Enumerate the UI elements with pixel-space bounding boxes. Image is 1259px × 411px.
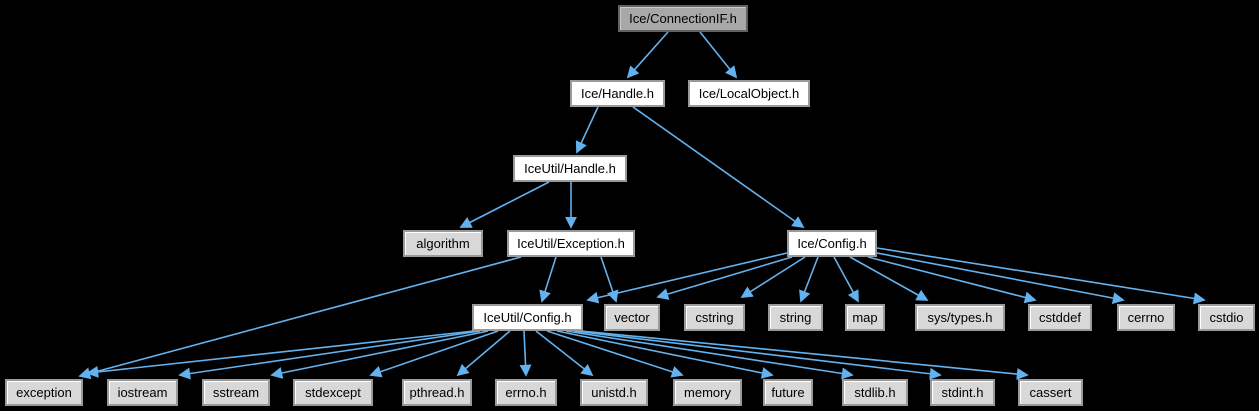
graph-node-ice-config-h[interactable]: Ice/Config.h xyxy=(787,230,877,257)
graph-node-label: sstream xyxy=(212,385,260,400)
graph-node-label: string xyxy=(779,310,812,325)
graph-node-stdint-h: stdint.h xyxy=(930,379,995,406)
graph-node-label: stdlib.h xyxy=(854,385,896,400)
graph-node-label: unistd.h xyxy=(591,385,637,400)
include-edge-ice-config-h--string xyxy=(799,256,819,303)
include-edge-ice-config-h--cerrno xyxy=(876,252,1125,304)
graph-node-cstring: cstring xyxy=(684,304,745,331)
graph-node-label: vector xyxy=(614,310,650,325)
graph-node-unistd-h: unistd.h xyxy=(580,379,648,406)
graph-node-iostream: iostream xyxy=(107,379,178,406)
include-edge-iceutil-config-h--future xyxy=(556,330,774,379)
graph-node-label: map xyxy=(852,310,878,325)
include-edge-iceutil-config-h--pthread-h xyxy=(456,330,511,377)
graph-node-stdlib-h: stdlib.h xyxy=(842,379,908,406)
include-edge-ice-config-h--iceutil-config-h xyxy=(586,252,788,304)
graph-node-label: cerrno xyxy=(1127,310,1165,325)
graph-node-label: memory xyxy=(684,385,731,400)
include-edge-iceutil-config-h--memory xyxy=(546,330,684,378)
graph-node-ice-connectionif-h: Ice/ConnectionIF.h xyxy=(618,5,748,32)
include-edge-ice-config-h--sys-types-h xyxy=(849,256,929,301)
graph-node-errno-h: errno.h xyxy=(495,379,557,406)
graph-node-vector: vector xyxy=(604,304,660,331)
graph-node-cstdio: cstdio xyxy=(1198,304,1255,331)
include-edge-ice-handle-h--iceutil-handle-h xyxy=(575,106,599,154)
graph-node-label: IceUtil/Config.h xyxy=(483,310,572,325)
graph-node-iceutil-exception-h[interactable]: IceUtil/Exception.h xyxy=(507,230,635,257)
include-edge-iceutil-config-h--stdexcept xyxy=(369,330,499,378)
graph-node-cstddef: cstddef xyxy=(1028,304,1092,331)
include-edge-ice-handle-h--ice-config-h xyxy=(632,106,805,229)
include-edge-iceutil-config-h--stdlib-h xyxy=(565,330,854,380)
graph-node-cerrno: cerrno xyxy=(1117,304,1175,331)
graph-node-label: iostream xyxy=(117,385,168,400)
include-edge-iceutil-exception-h--exception xyxy=(78,256,522,380)
graph-node-label: cstdio xyxy=(1209,310,1244,325)
include-edge-iceutil-config-h--unistd-h xyxy=(535,330,594,377)
graph-node-string: string xyxy=(768,304,823,331)
include-edge-iceutil-config-h--exception xyxy=(86,330,475,378)
graph-node-exception: exception xyxy=(5,379,83,406)
include-edge-iceutil-config-h--iostream xyxy=(178,330,481,380)
graph-node-sys-types-h: sys/types.h xyxy=(915,304,1005,331)
include-edge-iceutil-config-h--stdint-h xyxy=(573,330,942,380)
graph-node-pthread-h: pthread.h xyxy=(402,379,472,406)
graph-node-stdexcept: stdexcept xyxy=(293,379,373,406)
graph-node-label: Ice/Handle.h xyxy=(581,86,654,101)
include-edge-ice-connectionif-h--ice-localobject-h xyxy=(699,31,738,79)
graph-node-algorithm: algorithm xyxy=(403,230,483,257)
graph-node-cassert: cassert xyxy=(1018,379,1083,406)
graph-node-label: algorithm xyxy=(416,236,470,251)
graph-node-label: cassert xyxy=(1029,385,1072,400)
include-edge-iceutil-config-h--cassert xyxy=(580,330,1029,380)
graph-node-label: Ice/Config.h xyxy=(797,236,867,251)
graph-node-label: stdexcept xyxy=(305,385,361,400)
graph-node-label: errno.h xyxy=(505,385,547,400)
include-edge-ice-config-h--map xyxy=(833,256,859,303)
graph-node-label: exception xyxy=(16,385,72,400)
include-edge-ice-connectionif-h--ice-handle-h xyxy=(626,31,669,79)
graph-node-sstream: sstream xyxy=(202,379,270,406)
graph-node-label: Ice/LocalObject.h xyxy=(698,86,800,101)
graph-node-label: sys/types.h xyxy=(927,310,993,325)
graph-node-label: future xyxy=(771,385,805,400)
include-edge-ice-config-h--cstddef xyxy=(867,256,1037,304)
include-edge-iceutil-config-h--errno-h xyxy=(519,330,532,377)
graph-node-label: IceUtil/Exception.h xyxy=(517,236,625,251)
include-edge-iceutil-handle-h--algorithm xyxy=(459,181,550,228)
graph-node-label: stdint.h xyxy=(941,385,984,400)
include-edge-ice-config-h--cstdio xyxy=(876,247,1206,305)
graph-node-label: Ice/ConnectionIF.h xyxy=(629,11,737,26)
graph-node-ice-localobject-h[interactable]: Ice/LocalObject.h xyxy=(688,80,810,107)
graph-node-iceutil-config-h[interactable]: IceUtil/Config.h xyxy=(472,304,583,331)
include-edge-iceutil-config-h--sstream xyxy=(270,330,489,379)
graph-node-ice-handle-h[interactable]: Ice/Handle.h xyxy=(570,80,665,107)
include-edge-iceutil-exception-h--iceutil-config-h xyxy=(539,256,557,303)
graph-node-label: IceUtil/Handle.h xyxy=(524,161,616,176)
graph-node-label: cstring xyxy=(695,310,734,325)
graph-node-memory: memory xyxy=(673,379,742,406)
graph-node-label: cstddef xyxy=(1039,310,1081,325)
graph-node-map: map xyxy=(845,304,885,331)
graph-node-future: future xyxy=(763,379,813,406)
include-edge-ice-config-h--vector xyxy=(656,256,793,300)
include-edge-ice-config-h--cstring xyxy=(740,256,806,298)
graph-node-iceutil-handle-h[interactable]: IceUtil/Handle.h xyxy=(513,155,627,182)
graph-node-label: pthread.h xyxy=(409,385,465,400)
